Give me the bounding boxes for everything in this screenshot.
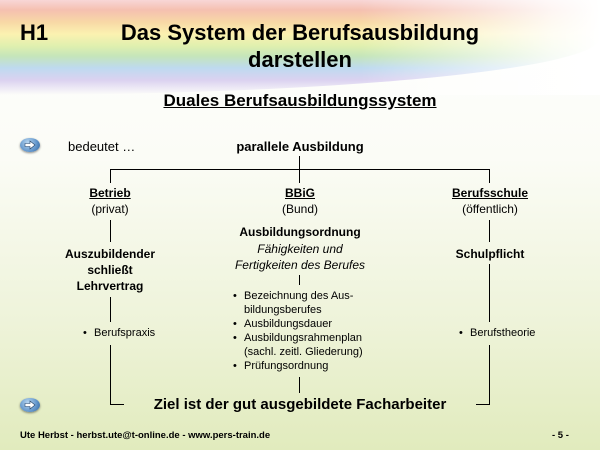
footer-author: Ute Herbst - herbst.ute@t-online.de - ww… (20, 430, 271, 441)
betrieb-line-1 (110, 220, 111, 242)
schule-duty: Schulpflicht (455, 247, 525, 261)
bbig-sub: (Bund) (281, 202, 319, 216)
connector-right-drop (489, 169, 490, 183)
list-item: Prüfungsordnung (233, 359, 363, 373)
schule-line-3 (489, 345, 490, 404)
page-number: - 5 - (552, 430, 569, 441)
bbig-line-1 (299, 275, 300, 285)
list-item-line2: (sachl. zeitl. Gliederung) (244, 346, 363, 358)
betrieb-role-line1: Auszubildender (64, 247, 155, 261)
bbig-italic-line1: Fähigkeiten und (257, 242, 343, 256)
connector-horizontal (110, 169, 490, 170)
list-item-line2: bildungsberufes (244, 304, 322, 316)
connector-left-drop (110, 169, 111, 183)
diagram-subtitle: Duales Berufsausbildungssystem (163, 91, 437, 110)
betrieb-line-2 (110, 297, 111, 322)
goal-statement: Ziel ist der gut ausgebildete Facharbeit… (153, 396, 447, 413)
bbig-line-2 (299, 377, 300, 393)
rainbow-fade-overlay (0, 0, 600, 95)
schule-sub: (öffentlich) (462, 202, 518, 216)
list-item: Ausbildungsdauer (233, 317, 363, 331)
schule-line-2 (489, 264, 490, 322)
betrieb-role-line2: schließt (87, 263, 133, 277)
betrieb-role-line3: Lehrvertrag (76, 279, 144, 293)
schule-bullet-list: Berufstheorie (456, 326, 536, 340)
list-item-line1: Bezeichnung des Aus- (244, 290, 354, 302)
slide-code: H1 (20, 20, 49, 45)
navigate-arrow-button-2[interactable] (20, 398, 40, 412)
connector-vertical-top (299, 156, 300, 170)
slide-title-line2: darstellen (248, 47, 352, 72)
list-item: Berufspraxis (83, 326, 155, 340)
bbig-heading: Ausbildungsordnung (239, 225, 361, 239)
slide-title-line1: Das System der Berufsausbildung (120, 20, 480, 45)
list-item: Berufstheorie (459, 326, 536, 340)
betrieb-role: Auszubildender schließt Lehrvertrag (40, 246, 180, 294)
betrieb-line-to-goal (110, 404, 124, 405)
navigate-arrow-button[interactable] (20, 138, 40, 152)
schule-line-1 (489, 220, 490, 242)
betrieb-line-3 (110, 345, 111, 404)
parallel-training-label: parallele Ausbildung (236, 139, 364, 154)
list-item-line1: Prüfungsordnung (244, 360, 329, 372)
schule-line-to-goal (476, 404, 490, 405)
right-arrow-icon (24, 400, 36, 410)
bbig-title: BBiG (285, 186, 315, 200)
list-item-line1: Ausbildungsrahmenplan (244, 332, 363, 344)
betrieb-bullet-list: Berufspraxis (80, 326, 155, 340)
betrieb-sub: (privat) (91, 202, 129, 216)
bbig-bullet-list: Bezeichnung des Aus- bildungsberufes Aus… (230, 289, 363, 373)
list-item-line1: Ausbildungsdauer (244, 318, 333, 330)
bbig-italic-line2: Fertigkeiten des Berufes (234, 258, 366, 272)
lead-text-bedeutet: bedeutet … (68, 139, 136, 154)
list-item: Ausbildungsrahmenplan (sachl. zeitl. Gli… (233, 331, 363, 359)
betrieb-title: Betrieb (89, 186, 131, 200)
connector-center-drop (299, 169, 300, 183)
schule-title: Berufsschule (451, 186, 529, 200)
list-item: Bezeichnung des Aus- bildungsberufes (233, 289, 363, 317)
right-arrow-icon (24, 140, 36, 150)
